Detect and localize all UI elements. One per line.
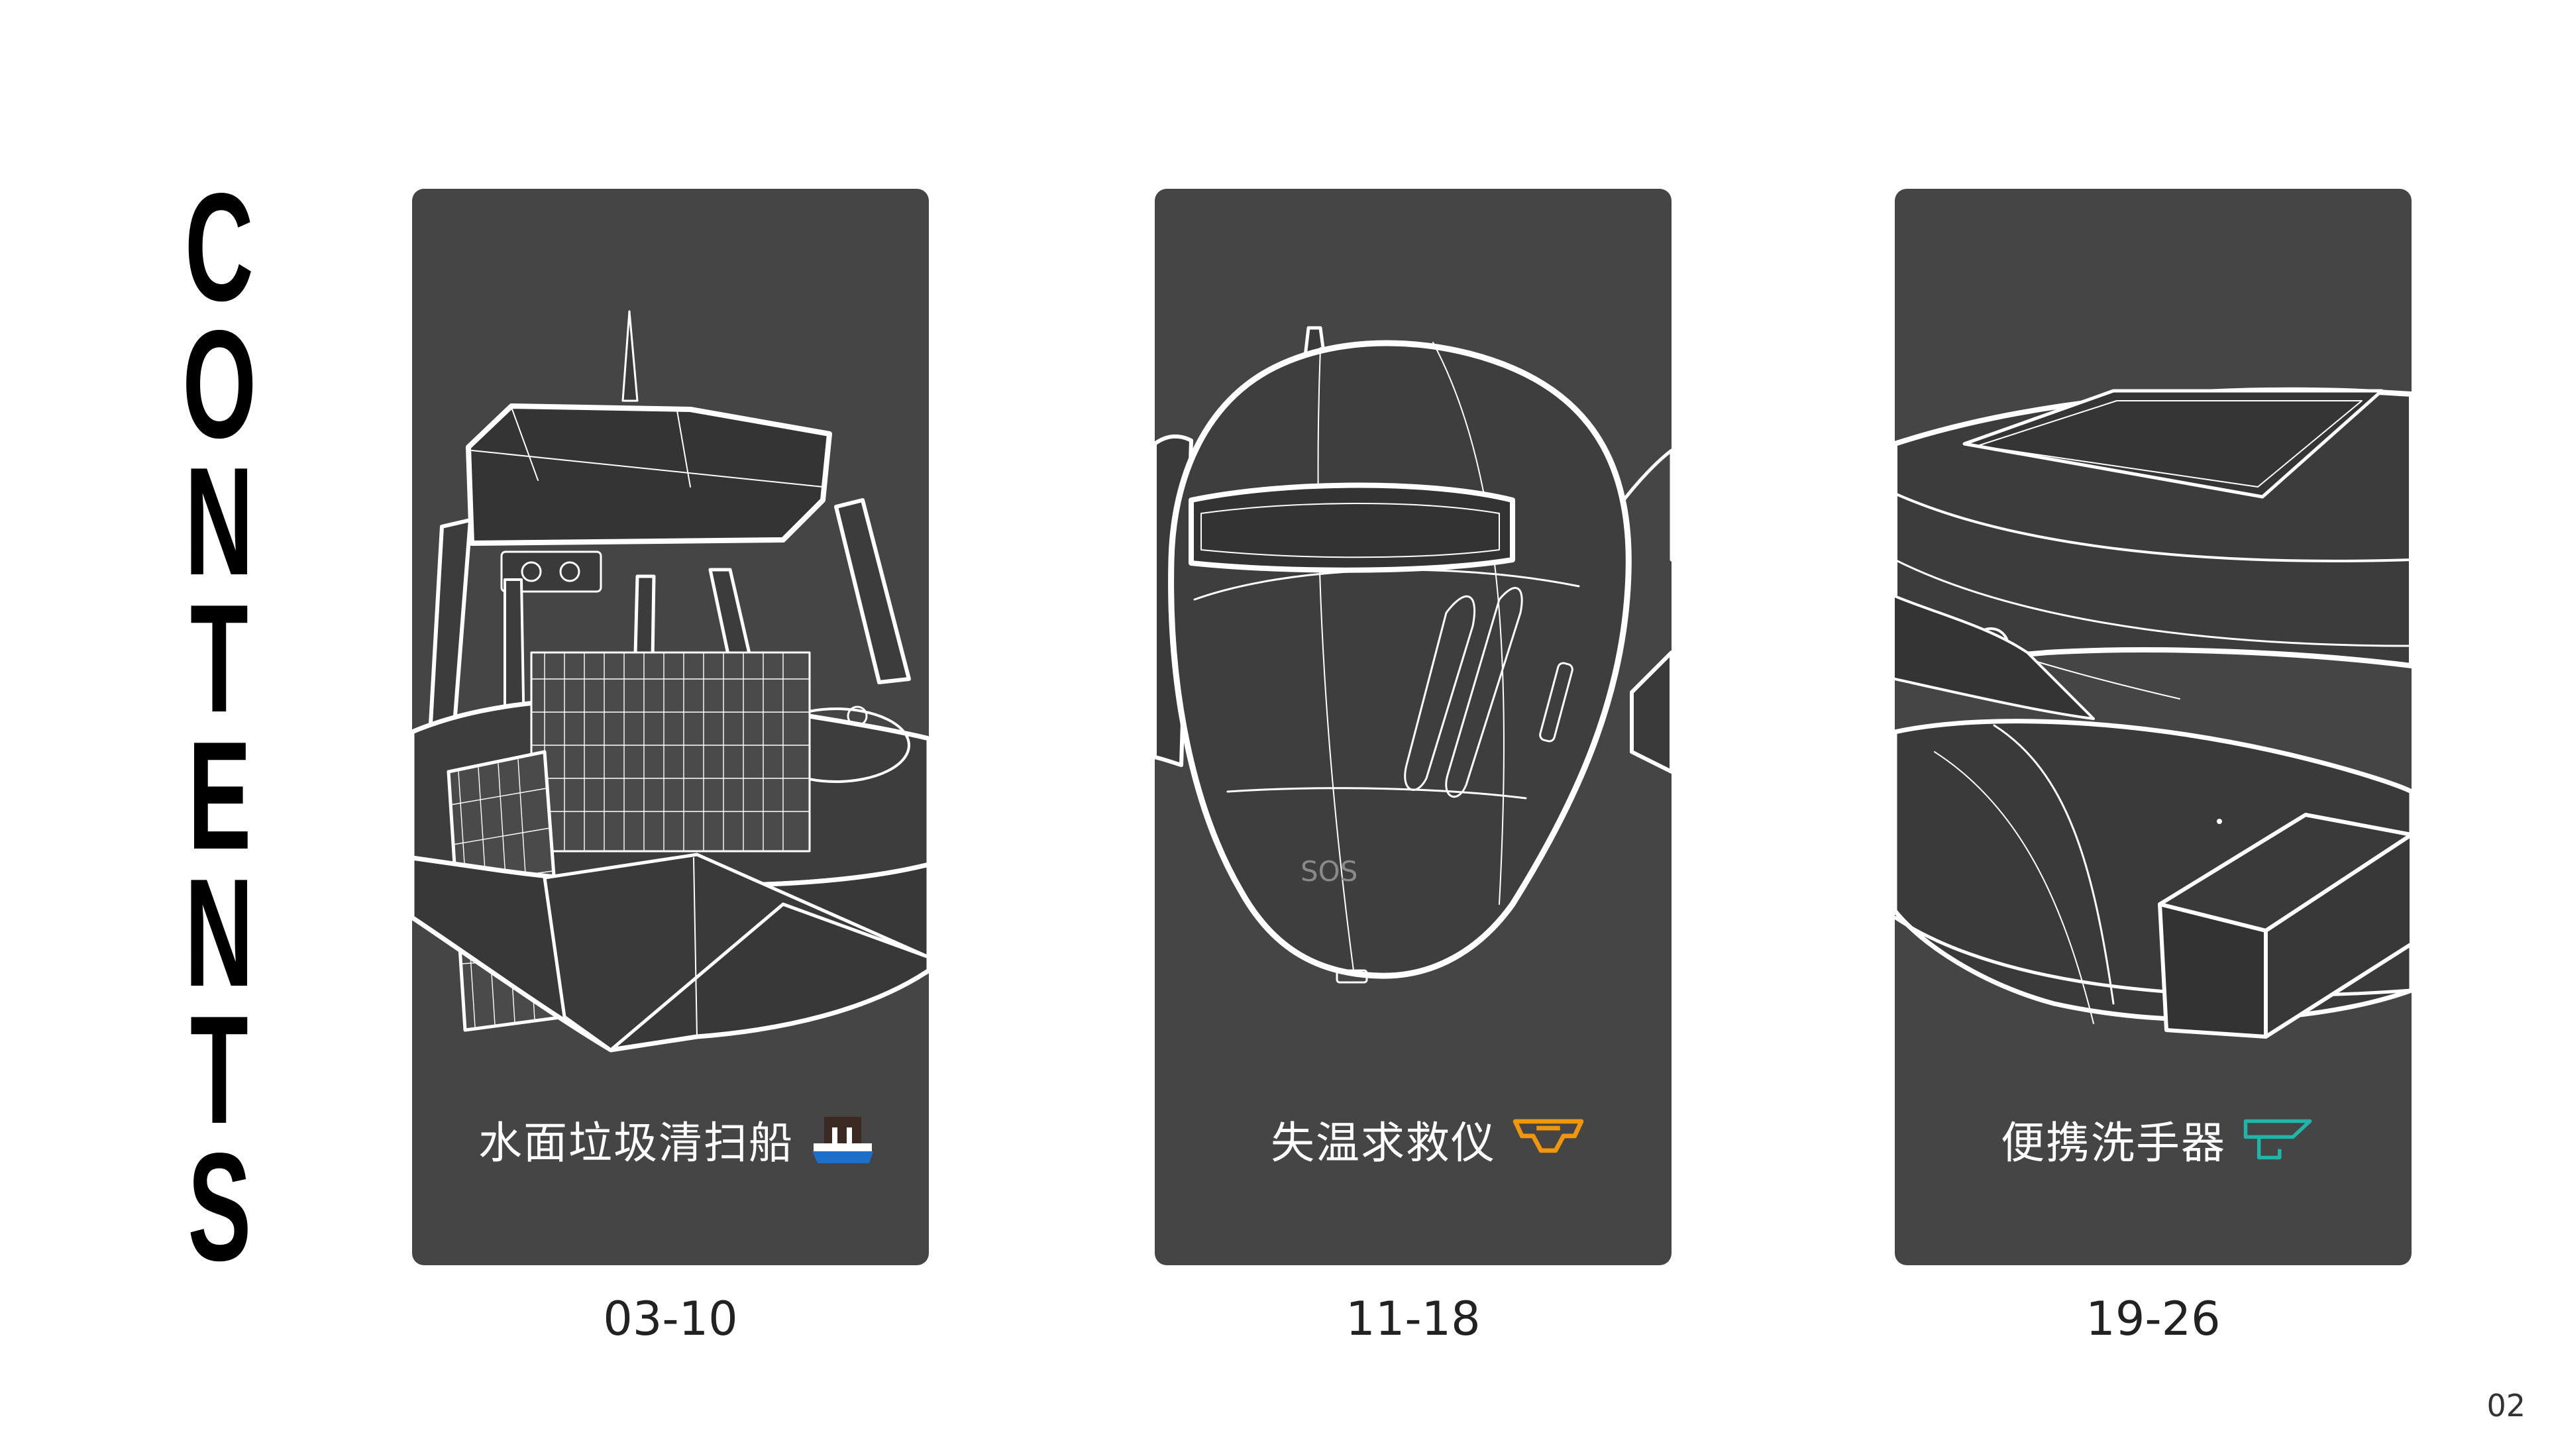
contents-letter: O [182,299,256,470]
page-range: 03-10 [603,1292,738,1346]
cleaning-boat-illustration [412,310,929,1053]
page-range: 19-26 [2086,1292,2221,1346]
contents-heading: C O N T E N T S [170,162,269,1293]
project-card-hand-washer[interactable]: 便携洗手器 [1895,189,2412,1265]
card-caption: 失温求救仪 [1271,1103,1585,1176]
project-title: 便携洗手器 [2001,1118,2226,1169]
contents-letter: N [185,847,254,1019]
page-number: 02 [2486,1388,2525,1424]
project-title: 失温求救仪 [1271,1118,1496,1169]
card-caption: 便携洗手器 [2001,1103,2315,1176]
project-card-cleaning-boat[interactable]: 水面垃圾清扫船 [412,189,929,1265]
contents-letter: S [187,1121,251,1293]
hand-washer-illustration [1895,387,2412,1039]
hand-washer-icon [2243,1119,2312,1160]
contents-letter: T [190,573,248,745]
rescue-device-icon [1513,1119,1584,1153]
contents-letter: C [185,162,254,333]
contents-letter: N [185,436,254,607]
rescue-device-illustration: SOS [1155,326,1672,984]
boat-icon [812,1117,873,1163]
card-caption: 水面垃圾清扫船 [478,1103,882,1176]
contents-letter: E [187,710,251,882]
project-card-rescue-device[interactable]: SOS 失温求救仪 [1155,189,1672,1265]
project-title: 水面垃圾清扫船 [478,1118,794,1169]
sos-text: SOS [1301,855,1357,888]
page-range: 11-18 [1346,1292,1481,1346]
contents-letter: T [190,984,248,1156]
